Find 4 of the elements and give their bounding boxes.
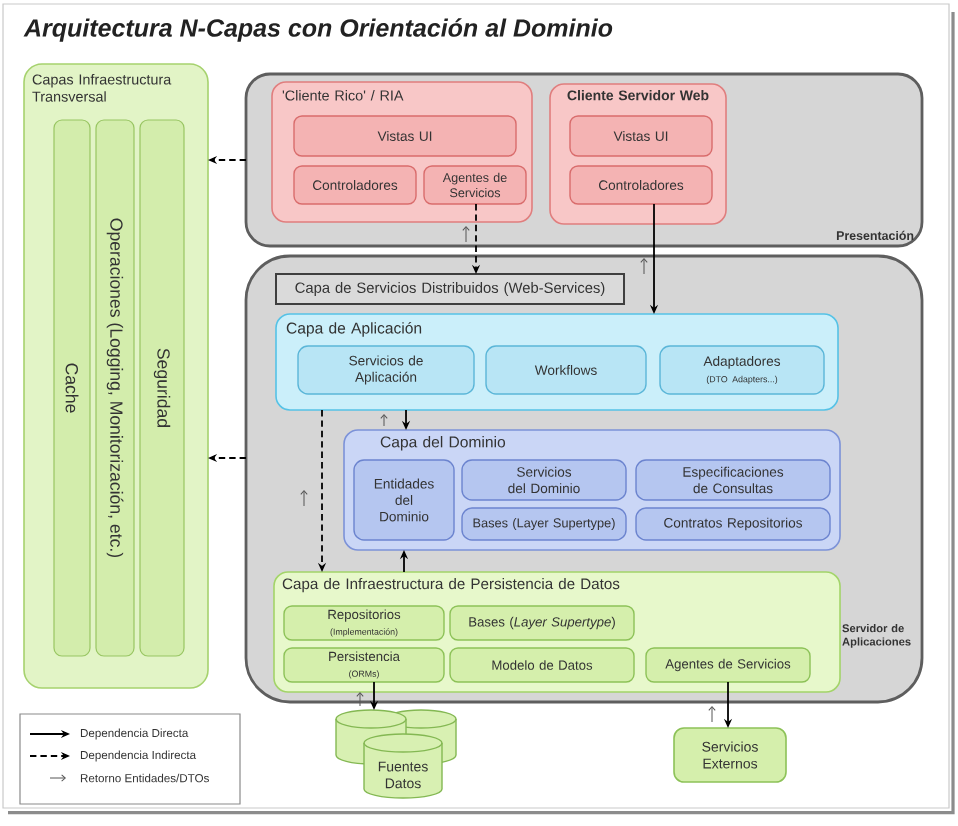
layer-column: Cache — [53, 119, 91, 657]
layer-column: Operaciones (Logging, Monitorización, etc.) — [95, 119, 135, 657]
title: Arquitectura N-Capas con Orientación al Dominio — [23, 18, 613, 42]
layer-column: Seguridad — [139, 119, 185, 657]
